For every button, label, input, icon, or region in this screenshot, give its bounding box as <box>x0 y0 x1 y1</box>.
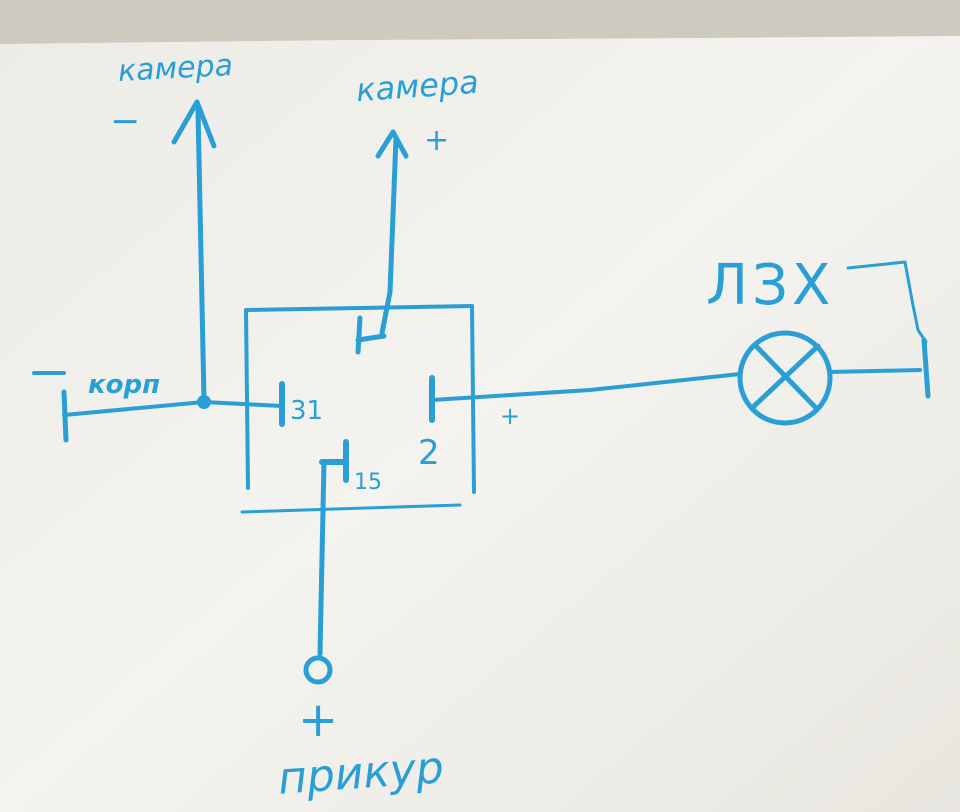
lighter-label: прикур <box>276 742 446 805</box>
pin-2-label: 2 <box>418 433 440 473</box>
lamp-return-wire <box>846 260 928 344</box>
camera-minus-arrow <box>171 99 217 149</box>
lamp-right-wire <box>828 368 922 374</box>
camera-plus-sign: + <box>424 123 450 158</box>
lighter-plus-sign: + <box>298 692 339 748</box>
lamp-ground-bar <box>921 337 931 399</box>
pin-15-label: 15 <box>354 470 382 495</box>
camera-plus-arrow <box>375 129 409 159</box>
ground-wire <box>62 400 284 417</box>
relay-bottom-line <box>240 503 462 514</box>
camera-plus-label: камера <box>354 62 480 110</box>
camera-minus-sign: − <box>110 101 141 142</box>
ground-label: корп <box>88 370 161 400</box>
pin-31-label: 31 <box>290 396 324 426</box>
table-edge <box>0 0 960 44</box>
lamp-label: ЛЗХ <box>706 253 835 318</box>
lighter-wire <box>317 459 327 657</box>
junction-node <box>197 395 211 409</box>
relay-top-contact <box>355 315 387 355</box>
pin-2-wire <box>430 372 742 402</box>
lamp-cross <box>749 343 821 411</box>
lamp-circle <box>737 330 833 426</box>
camera-plus-wire <box>379 135 399 336</box>
camera-minus-wire <box>195 107 207 403</box>
pin-2-plus-label: + <box>500 402 521 430</box>
camera-minus-label: камера <box>117 48 234 89</box>
lighter-terminal <box>303 655 333 685</box>
